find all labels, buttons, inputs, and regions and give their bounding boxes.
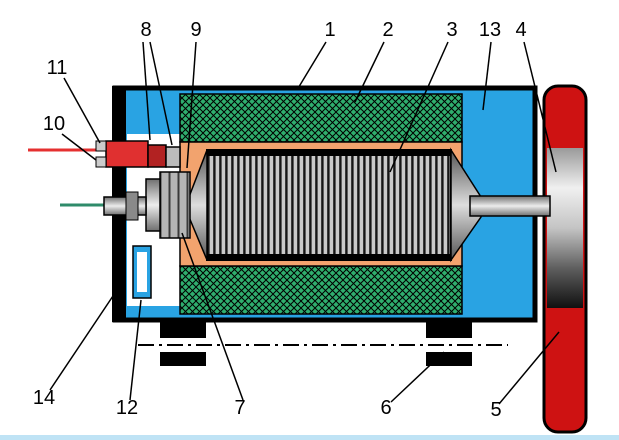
terminal-screw-bottom [95,156,107,168]
stator-winding-top [179,93,463,143]
flywheel-hub [547,148,583,308]
label-7: 7 [234,397,245,419]
label-5: 5 [490,399,501,421]
label-3: 3 [446,19,457,41]
label-6: 6 [380,397,391,419]
terminal-block [105,140,149,168]
label-9: 9 [190,19,201,41]
leader-14 [49,286,120,391]
rotor-cone-right [450,147,482,263]
brush-cap [165,146,181,168]
leader-lines [49,41,560,405]
leader-2 [354,41,385,103]
bottom-border-strip [0,435,619,440]
leader-8b [149,41,173,146]
stator-winding-bottom [179,265,463,315]
label-14: 14 [33,387,55,409]
leader-8a [142,41,151,141]
brush-holder-slot [137,252,147,292]
leader-7 [181,232,244,401]
labels: 8 9 1 2 3 13 4 11 10 14 12 7 6 5 [33,19,527,421]
terminal-screw-top [95,140,107,152]
shaft-left [103,196,147,216]
commutator [159,171,191,239]
label-10: 10 [43,113,65,135]
rotor-laminations [206,149,452,261]
label-13: 13 [479,19,501,41]
label-12: 12 [116,397,138,419]
brush-connector [147,144,167,168]
label-11: 11 [47,57,68,79]
shaft-collar [125,191,139,221]
label-1: 1 [324,19,335,41]
label-4: 4 [515,19,526,41]
shaft-right [469,195,551,217]
leader-9 [186,41,197,169]
bearing-ring [145,178,161,232]
leader-6 [390,351,445,403]
rotor-bottom-edge [207,254,451,260]
leader-1 [296,41,327,91]
label-8: 8 [140,19,151,41]
leader-5 [498,331,560,405]
rotor-top-edge [207,150,451,156]
leader-13 [482,41,492,111]
leader-11 [63,77,101,144]
leader-3 [389,41,449,173]
leader-12 [129,299,142,401]
leader-10 [61,133,97,161]
leader-4 [523,41,557,173]
label-2: 2 [382,19,393,41]
